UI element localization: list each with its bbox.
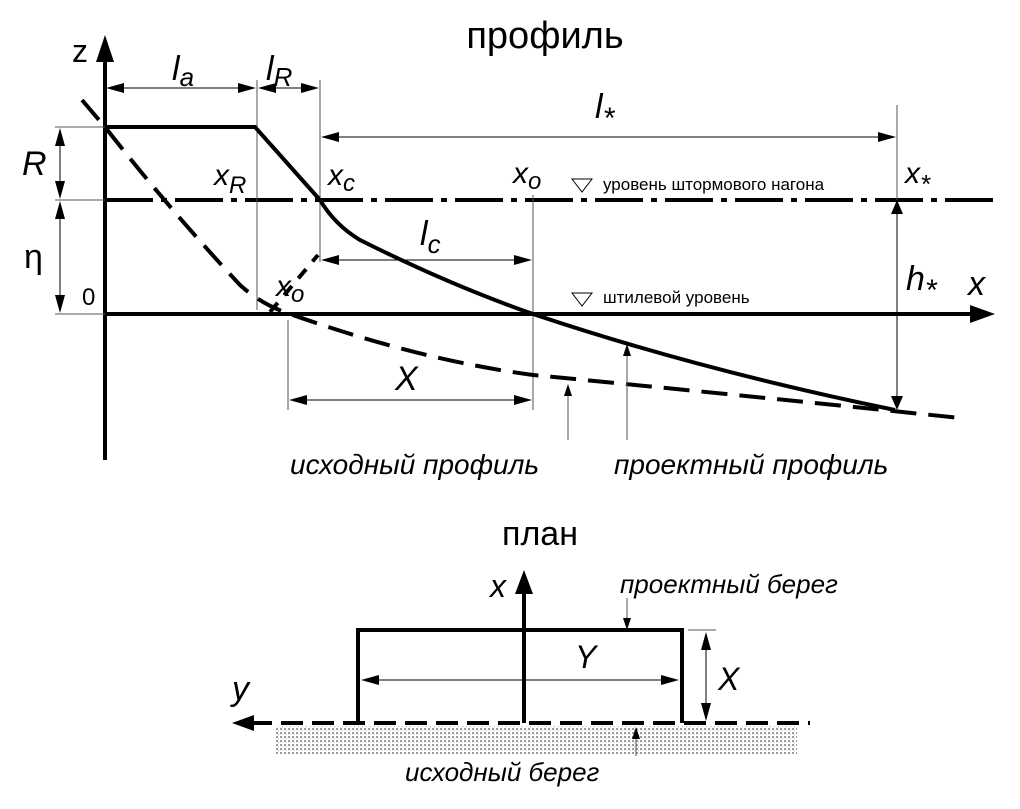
z-axis-label: z <box>72 33 88 69</box>
profile-title: профиль <box>466 15 623 57</box>
storm-level-marker-icon <box>570 178 594 193</box>
label-R: R <box>22 145 47 183</box>
plan-y-axis-label: y <box>230 670 251 708</box>
label-xc: xc <box>326 159 355 197</box>
dim-R: R <box>22 128 65 199</box>
label-lR: lR <box>266 50 292 92</box>
label-eta: η <box>24 238 43 276</box>
label-X-plan: X <box>717 661 741 697</box>
profile-view: профиль z x 0 la <box>22 15 995 480</box>
storm-level-label: уровень штормового нагона <box>603 175 825 194</box>
dim-hstar: h* <box>891 200 938 410</box>
z-axis-arrow <box>96 35 114 62</box>
plan-view: план y x Y X п <box>230 515 838 787</box>
dim-Y: Y <box>361 639 679 685</box>
plan-x-axis-arrow <box>515 570 533 594</box>
label-lc: lc <box>420 215 441 259</box>
dim-lR: lR <box>258 50 319 93</box>
initial-profile-label: исходный профиль <box>290 449 539 480</box>
initial-shore-label: исходный берег <box>405 757 600 787</box>
initial-shore-pointer-head <box>632 727 640 739</box>
design-shore-pointer-head <box>623 618 631 630</box>
design-profile-line <box>105 125 896 412</box>
initial-shore-sand <box>275 726 797 754</box>
dim-la: la <box>106 50 256 93</box>
initial-profile-pointer-head <box>564 384 572 396</box>
label-lstar: l* <box>595 88 616 135</box>
plan-y-axis-arrow <box>232 715 254 731</box>
label-xR: xR <box>212 159 246 199</box>
label-xo-low: xo <box>274 270 304 308</box>
plan-x-axis-label: x <box>488 568 507 604</box>
x-axis-arrow <box>970 305 995 323</box>
origin-label: 0 <box>82 284 95 311</box>
label-xo-top: xo <box>511 157 541 195</box>
dim-X-plan: X <box>688 629 741 721</box>
label-Y: Y <box>575 639 599 675</box>
design-shore-label: проектный берег <box>620 569 838 599</box>
dim-lstar: l* <box>321 88 896 142</box>
initial-profile-line <box>80 98 961 420</box>
reference-lines <box>55 80 898 410</box>
dim-lc: lc <box>321 215 532 265</box>
design-profile-pointer-head <box>623 344 631 356</box>
x-axis-label: x <box>966 265 986 303</box>
label-X-profile: X <box>394 360 419 398</box>
label-xstar: x* <box>903 157 931 199</box>
dim-eta: η <box>24 201 65 313</box>
plan-title: план <box>502 515 578 553</box>
calm-level-marker-icon <box>570 292 594 307</box>
calm-level-label: штилевой уровень <box>603 288 750 307</box>
label-hstar: h* <box>906 260 938 307</box>
design-profile-label: проектный профиль <box>614 449 888 480</box>
label-la: la <box>172 50 194 92</box>
design-shore-outline <box>356 628 684 723</box>
dim-X-profile: X <box>289 360 532 405</box>
